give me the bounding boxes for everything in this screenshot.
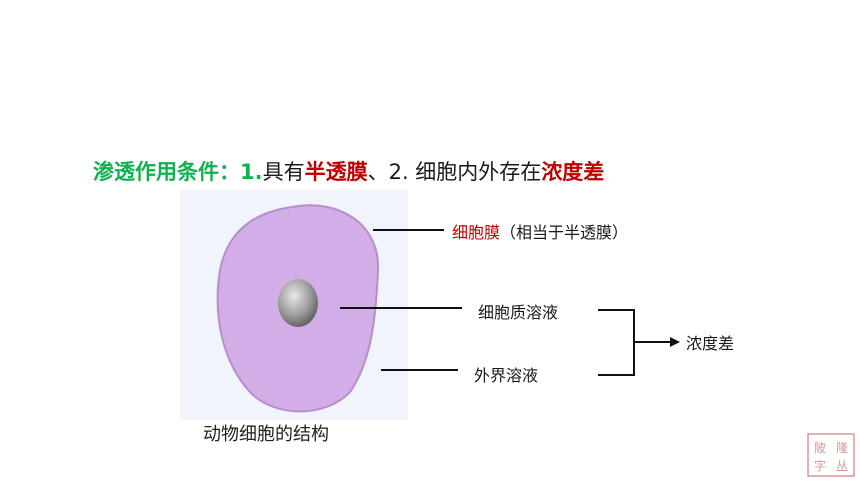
svg-text:隆: 隆 bbox=[836, 440, 848, 455]
membrane-label-text: 细胞膜 bbox=[452, 223, 501, 242]
heading-semipermeable: 半透膜 bbox=[304, 160, 368, 184]
membrane-note-text: （相当于半透膜） bbox=[500, 223, 629, 242]
membrane-label: 细胞膜（相当于半透膜） bbox=[452, 219, 628, 243]
cell-nucleus bbox=[278, 279, 318, 327]
concentration-diff-label: 浓度差 bbox=[686, 334, 735, 353]
figure-caption: 动物细胞的结构 bbox=[203, 424, 329, 445]
bracket bbox=[598, 309, 635, 376]
heading-number-1: 1. bbox=[240, 160, 263, 184]
seal-stamp-icon: 陂 隆 字 丛 bbox=[807, 433, 855, 477]
outside-solution-label: 外界溶液 bbox=[474, 366, 539, 385]
heading-text-inside-outside: 、2. 细胞内外存在 bbox=[367, 160, 542, 184]
svg-text:丛: 丛 bbox=[836, 459, 848, 473]
cytoplasm-label: 细胞质溶液 bbox=[478, 303, 559, 322]
heading-condition-label: 渗透作用条件： bbox=[93, 160, 240, 184]
svg-text:字: 字 bbox=[814, 458, 826, 473]
heading-text-have: 具有 bbox=[262, 160, 305, 184]
svg-text:陂: 陂 bbox=[814, 440, 826, 455]
arrow-head bbox=[670, 337, 680, 347]
slide-heading: 渗透作用条件：1.具有半透膜、2. 细胞内外存在浓度差 bbox=[93, 156, 604, 186]
heading-concentration-diff: 浓度差 bbox=[541, 160, 605, 184]
